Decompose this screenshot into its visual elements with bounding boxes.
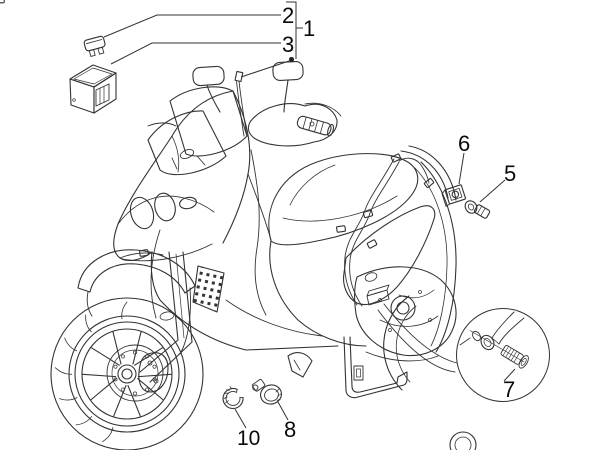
screw-drawing	[464, 200, 491, 219]
right-grip	[296, 115, 335, 137]
callout-leaders	[103, 1, 516, 429]
leader-line-7	[503, 368, 516, 382]
seat-and-rear-body	[150, 145, 457, 353]
threaded-screw	[500, 345, 529, 369]
u-clip-drawing	[441, 184, 467, 207]
callout-8-label: 8	[284, 417, 296, 442]
front-fairing	[113, 90, 272, 262]
right-mirror	[272, 61, 304, 81]
wiring-harness	[335, 153, 435, 307]
center-stand	[343, 336, 408, 399]
headlight-right	[179, 196, 197, 210]
left-mirror	[192, 65, 225, 87]
side-stand-tip	[287, 352, 313, 378]
seat	[268, 153, 419, 246]
aerial-and-front-cables	[0, 0, 267, 319]
scooter-drawing	[0, 0, 477, 450]
front-fork-fender	[77, 249, 196, 383]
leader-line-8	[277, 401, 289, 421]
bracket-group-1	[286, 1, 297, 59]
callout-7-label: 7	[503, 377, 515, 402]
leader-line-5	[479, 179, 506, 203]
screw-head	[480, 334, 495, 351]
headlight-middle	[154, 192, 176, 222]
headlight-left	[129, 196, 155, 230]
callout-10-label: 10	[237, 427, 260, 450]
brake-lever	[304, 102, 342, 117]
leader-line-2	[103, 14, 281, 38]
leader-line-1	[240, 60, 290, 78]
radiator-grille	[192, 265, 225, 313]
left-lever	[147, 122, 177, 127]
cable-to-detail	[377, 303, 458, 373]
leader-line-10	[234, 408, 247, 429]
mirrors	[192, 61, 304, 113]
ring-clip-drawing	[222, 386, 244, 410]
front-wheel	[50, 297, 204, 450]
stands	[287, 336, 408, 399]
leader-line-3	[110, 42, 281, 65]
windshield	[147, 86, 248, 176]
brake-caliper	[138, 352, 169, 393]
callout-labels: 2 1 3 6 5 7 8 10	[237, 3, 516, 450]
callout-1-label: 1	[303, 16, 315, 41]
hose-clamp-drawing	[251, 378, 282, 405]
engine-rear-wheel	[354, 266, 477, 450]
callout-3-label: 3	[282, 32, 294, 57]
callout-5-label: 5	[504, 161, 516, 186]
detail-balloon	[456, 308, 550, 402]
rear-rack	[400, 150, 449, 199]
callout-2-label: 2	[282, 3, 294, 28]
leader-line-6	[458, 152, 465, 185]
blade-fuse-drawing	[83, 35, 106, 57]
attachment-dot	[288, 56, 295, 63]
part-drawings	[69, 35, 550, 410]
handlebar-assembly	[147, 102, 342, 147]
fuse-holder-drawing	[69, 64, 117, 114]
washer	[472, 330, 481, 342]
callout-6-label: 6	[458, 131, 470, 156]
